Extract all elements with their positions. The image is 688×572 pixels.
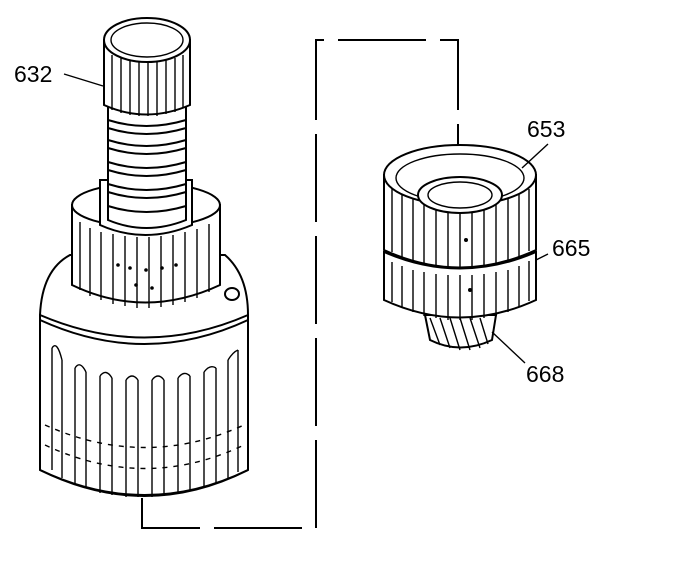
gear-assembly [383,144,537,351]
callout-668: 668 [526,361,564,387]
callout-665: 665 [552,235,590,261]
assembly-connector-line [141,39,459,529]
drum-splines [51,348,239,497]
callout-653: 653 [527,116,565,142]
callout-leaders [63,73,549,364]
bolt-icon [224,287,240,301]
hub-splines [79,222,210,308]
callout-632: 632 [14,61,52,87]
pinion-668 [423,314,498,349]
hub-holes [116,263,178,290]
housing-assembly [38,17,250,497]
